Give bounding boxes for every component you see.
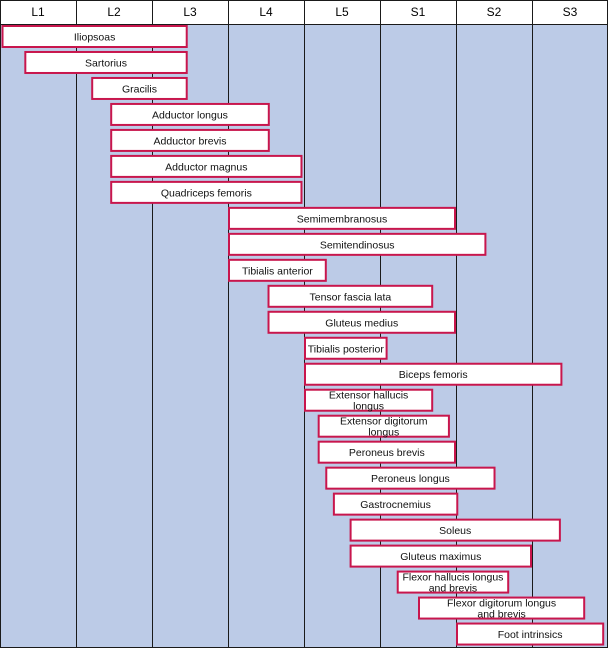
muscle-label: Iliopsoas bbox=[74, 32, 115, 44]
muscle-bar-adductor-longus: Adductor longus bbox=[110, 102, 270, 126]
segment-header-s2: S2 bbox=[487, 5, 502, 19]
muscle-label: Foot intrinsics bbox=[498, 629, 563, 641]
muscle-bar-tibialis-posterior: Tibialis posterior bbox=[304, 336, 388, 360]
muscle-bar-rect bbox=[1, 25, 188, 48]
muscle-label: Semitendinosus bbox=[320, 239, 395, 251]
muscle-bar-rect bbox=[304, 388, 434, 412]
segment-header-l5: L5 bbox=[335, 5, 349, 19]
muscle-bar-biceps-femoris: Biceps femoris bbox=[304, 362, 563, 386]
muscle-bar-rect bbox=[110, 154, 303, 178]
muscle-bar-rect bbox=[304, 362, 563, 386]
muscle-bar-peroneus-longus: Peroneus longus bbox=[325, 466, 496, 490]
muscle-bar-adductor-brevis: Adductor brevis bbox=[110, 128, 270, 152]
muscle-label: Gluteus medius bbox=[325, 317, 398, 329]
muscle-bar-iliopsoas: Iliopsoas bbox=[1, 25, 188, 48]
muscle-bar-rect bbox=[317, 440, 456, 464]
muscle-bar-semimembranosus: Semimembranosus bbox=[228, 206, 456, 230]
muscle-bar-peroneus-brevis: Peroneus brevis bbox=[317, 440, 456, 464]
muscle-bar-gluteus-maximus: Gluteus maximus bbox=[349, 544, 532, 568]
muscle-label: Tibialis anterior bbox=[242, 265, 313, 277]
muscle-bar-semitendinosus: Semitendinosus bbox=[228, 232, 487, 256]
muscle-bar-gastrocnemius: Gastrocnemius bbox=[332, 492, 459, 516]
muscle-bar-rect bbox=[267, 310, 456, 334]
muscle-bar-gluteus-medius: Gluteus medius bbox=[267, 310, 456, 334]
muscle-bar-quadriceps-femoris: Quadriceps femoris bbox=[110, 180, 303, 204]
muscle-bar-tensor-fascia-lata: Tensor fascia lata bbox=[267, 284, 434, 308]
muscle-bar-rect bbox=[349, 544, 532, 568]
muscle-bar-rect bbox=[456, 622, 605, 646]
segment-header-l4: L4 bbox=[259, 5, 273, 19]
muscle-label: Sartorius bbox=[85, 57, 127, 69]
muscle-bar-rect bbox=[304, 336, 388, 360]
muscle-bar-rect bbox=[91, 76, 188, 100]
muscle-label: Peroneus brevis bbox=[349, 447, 425, 459]
muscle-label: Biceps femoris bbox=[399, 369, 468, 381]
muscle-bar-rect bbox=[110, 180, 303, 204]
muscle-label: Tibialis posterior bbox=[308, 343, 385, 355]
muscle-bar-rect bbox=[228, 258, 327, 282]
muscle-bar-rect bbox=[325, 466, 496, 490]
muscle-bar-rect bbox=[228, 232, 487, 256]
muscle-label: Adductor brevis bbox=[154, 135, 227, 147]
muscle-label: Gracilis bbox=[122, 83, 157, 95]
muscle-bar-rect bbox=[110, 102, 270, 126]
muscle-bar-gracilis: Gracilis bbox=[91, 76, 188, 100]
muscle-bar-rect bbox=[228, 206, 456, 230]
segment-header-l3: L3 bbox=[183, 5, 197, 19]
muscle-label: Gluteus maximus bbox=[400, 551, 481, 563]
segment-header-s3: S3 bbox=[563, 5, 578, 19]
muscle-bar-rect bbox=[349, 518, 561, 542]
muscle-label: Tensor fascia lata bbox=[310, 291, 392, 303]
segment-header-s1: S1 bbox=[411, 5, 426, 19]
muscle-label: Soleus bbox=[439, 525, 471, 537]
segment-header-l2: L2 bbox=[107, 5, 121, 19]
muscle-bar-rect bbox=[396, 570, 510, 594]
muscle-bar-rect bbox=[24, 50, 188, 74]
muscle-bar-foot-intrinsics: Foot intrinsics bbox=[456, 622, 605, 646]
muscle-bar-rect bbox=[418, 596, 586, 620]
muscle-bar-rect bbox=[110, 128, 270, 152]
segment-header-l1: L1 bbox=[31, 5, 45, 19]
muscle-label: Peroneus longus bbox=[371, 473, 450, 485]
muscle-label: Gastrocnemius bbox=[360, 499, 431, 511]
muscle-label: Quadriceps femoris bbox=[161, 187, 252, 199]
muscle-bar-adductor-magnus: Adductor magnus bbox=[110, 154, 303, 178]
muscle-bar-rect bbox=[317, 414, 450, 438]
muscle-label: Semimembranosus bbox=[297, 213, 387, 225]
muscle-bar-soleus: Soleus bbox=[349, 518, 561, 542]
muscle-bar-rect bbox=[267, 284, 434, 308]
muscle-label: Adductor longus bbox=[152, 109, 228, 121]
muscle-label: Adductor magnus bbox=[165, 161, 247, 173]
muscle-bar-rect bbox=[332, 492, 459, 516]
muscle-bar-tibialis-anterior: Tibialis anterior bbox=[228, 258, 327, 282]
muscle-bar-sartorius: Sartorius bbox=[24, 50, 188, 74]
